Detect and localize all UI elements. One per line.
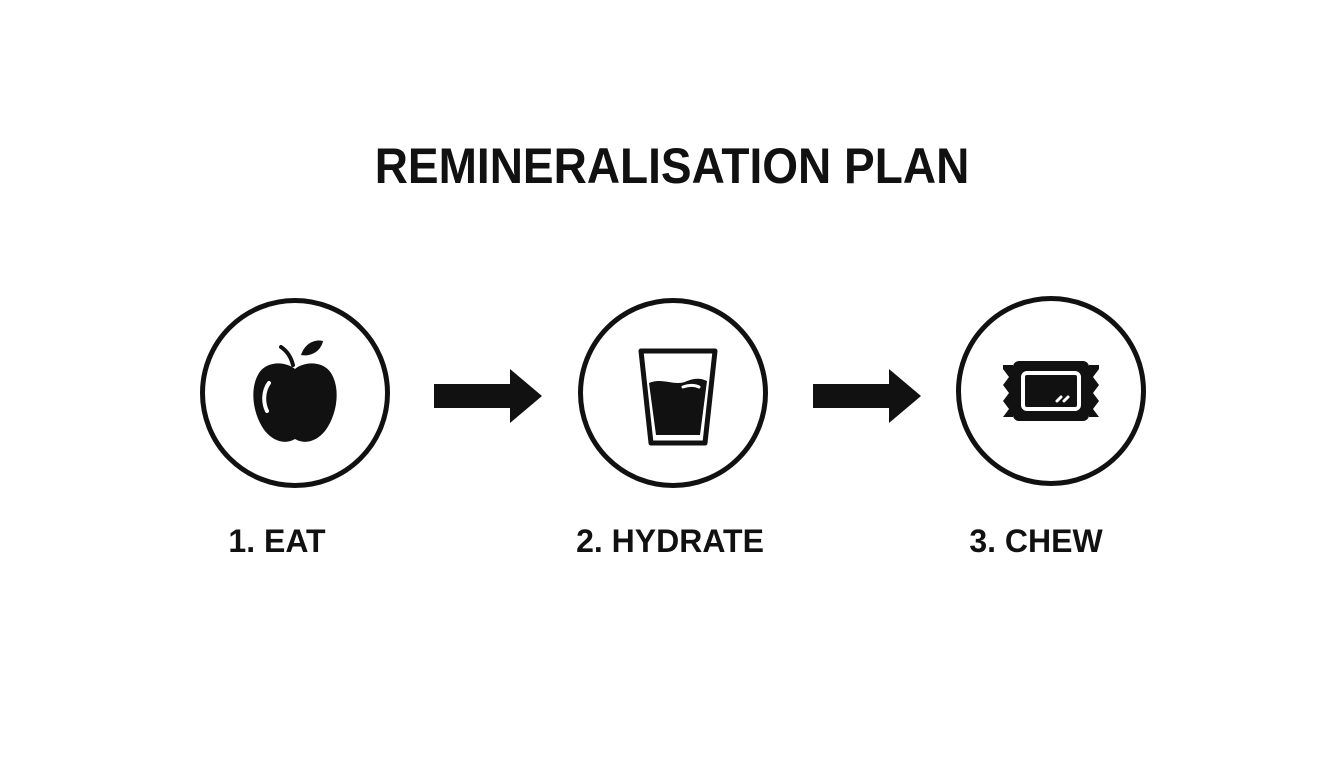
water-glass-icon xyxy=(638,348,718,446)
arrow-right-icon xyxy=(434,369,542,423)
gum-pack-icon xyxy=(1003,361,1099,421)
arrow-right-icon xyxy=(813,369,921,423)
step-chew-label: 3. CHEW xyxy=(969,523,1103,559)
page-title: REMINERALISATION PLAN xyxy=(374,138,970,194)
step-chew-circle xyxy=(956,296,1146,486)
step-eat-circle xyxy=(200,298,390,488)
apple-icon xyxy=(253,340,337,442)
step-hydrate-circle xyxy=(578,298,768,488)
step-eat-label: 1. EAT xyxy=(228,523,326,559)
step-hydrate-label: 2. HYDRATE xyxy=(576,523,764,559)
